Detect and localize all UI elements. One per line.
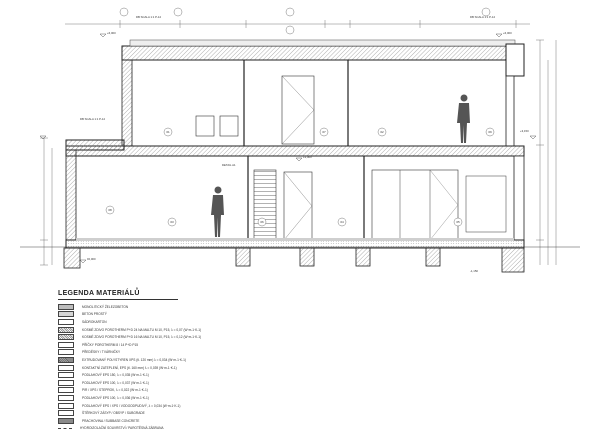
legend-swatch bbox=[58, 372, 74, 378]
legend-swatch bbox=[58, 403, 74, 409]
legend-item-label: KONTAKTNÍ ZATEPLENÍ, EPS (tl. 160 mm) λ … bbox=[82, 366, 177, 370]
room-marker-2: 02 bbox=[380, 130, 384, 134]
legend-item-label: PODLAHOVÝ EPS 150, λ = 0,035 (W·m-1·K-1) bbox=[82, 373, 149, 377]
legend-swatch bbox=[58, 319, 74, 325]
legend-item: SÁDROKARTON bbox=[58, 318, 388, 326]
legend-item: ŠTĚRKOVÝ ZÁSYP / OBSYP / SUBGRADE bbox=[58, 409, 388, 417]
room-marker-3: 03 bbox=[170, 220, 174, 224]
legend-item-label: PIR / XPS / STEPROK, λ = 0,022 (W·m-1·K-… bbox=[82, 388, 148, 392]
legend-item: MONOLITICKÝ ŽELEZOBETON bbox=[58, 303, 388, 311]
level-upper-floor: +3,000 bbox=[303, 155, 312, 159]
legend-item: PODLAHOVÝ EPS 150, λ = 0,035 (W·m-1·K-1) bbox=[58, 371, 388, 379]
legend-swatch bbox=[58, 357, 74, 363]
room-marker-6: 06 bbox=[260, 220, 264, 224]
lower-wall-right bbox=[514, 156, 524, 240]
legend-item: KONTAKTNÍ ZATEPLENÍ, EPS (tl. 160 mm) λ … bbox=[58, 364, 388, 372]
legend-rows: MONOLITICKÝ ŽELEZOBETON BETON PROSTÝ SÁDRO… bbox=[58, 303, 388, 432]
legend-item: BETON PROSTÝ bbox=[58, 311, 388, 319]
legend-item-label: HYDROIZOLAČNÍ SOUVRSTVÍ / PAROTĚSNÁ ZÁBR… bbox=[80, 426, 164, 430]
human-figure-lower bbox=[211, 187, 224, 238]
room-marker-9: 09 bbox=[488, 130, 492, 134]
floor-insulation bbox=[76, 238, 514, 241]
lower-door bbox=[284, 172, 312, 240]
room-marker-8: 08 bbox=[108, 208, 112, 212]
upper-wall-left bbox=[122, 60, 132, 146]
level-base: -1,150 bbox=[470, 269, 478, 273]
level-ground-floor: ±0,000 bbox=[87, 257, 96, 261]
washbasin-2 bbox=[220, 116, 238, 136]
legend-swatch bbox=[58, 334, 74, 340]
legend-swatch bbox=[58, 428, 72, 429]
legend-item-label: BETON PROSTÝ bbox=[82, 312, 107, 316]
legend-swatch bbox=[58, 311, 74, 317]
section-label-left-upper: DB SCALA 1:1 P-12 bbox=[136, 15, 161, 19]
upper-roof-slab bbox=[122, 46, 520, 60]
legend-item: PODLAHOVÝ EPS 100, λ = 0,037 (W·m-1·K-1) bbox=[58, 379, 388, 387]
legend-item-label: KOSMÉ ZDIVO POROTHERM P+D 16 NA MALTU M … bbox=[82, 335, 201, 339]
legend-item: HYDROIZOLAČNÍ SOUVRSTVÍ / PAROTĚSNÁ ZÁBR… bbox=[58, 425, 388, 432]
legend-item-label: MONOLITICKÝ ŽELEZOBETON bbox=[82, 305, 128, 309]
legend-swatch bbox=[58, 327, 74, 333]
legend-item-label: PODLAHOVÝ EPS 100, λ = 0,036 (W·m-1·K-1) bbox=[82, 396, 149, 400]
legend-swatch bbox=[58, 395, 74, 401]
level-roof-right: +6,000 bbox=[503, 31, 512, 35]
column-markers bbox=[120, 8, 490, 34]
section-label-right-upper: DB SCALA 1:1 P-12 bbox=[470, 15, 495, 19]
room-marker-1: 01 bbox=[166, 130, 170, 134]
room-marker-4: 04 bbox=[340, 220, 344, 224]
legend-item-label: PŘEDĚSKY / TVÁRNIČKY bbox=[82, 350, 120, 354]
lower-wall-left bbox=[66, 150, 76, 240]
legend-item: PODLAHOVÝ EPS / XPS / VODOODPUDIVÝ, λ = … bbox=[58, 402, 388, 410]
legend-swatch bbox=[58, 365, 74, 371]
legend-item-label: KOSMÉ ZDIVO POROTHERM P+D 24 NA MALTU M … bbox=[82, 328, 201, 332]
lower-roof-slab-left bbox=[66, 140, 124, 150]
legend-swatch bbox=[58, 349, 74, 355]
legend-item-label: ŠTĚRKOVÝ ZÁSYP / OBSYP / SUBGRADE bbox=[82, 411, 145, 415]
ground-floor-slab bbox=[66, 240, 524, 248]
legend-item-label: PRACHOVINA / SUBBASE CONCRETE bbox=[82, 419, 139, 423]
room-marker-7: 07 bbox=[322, 130, 326, 134]
top-dimension-chain bbox=[65, 20, 530, 28]
upper-door bbox=[282, 76, 314, 144]
legend-swatch bbox=[58, 418, 74, 424]
lower-window-right bbox=[466, 176, 506, 232]
legend-swatch bbox=[58, 410, 74, 416]
upper-wall-right bbox=[506, 76, 514, 146]
legend-item: PŘEDĚSKY / TVÁRNIČKY bbox=[58, 349, 388, 357]
legend-item: PODLAHOVÝ EPS 100, λ = 0,036 (W·m-1·K-1) bbox=[58, 394, 388, 402]
legend-item: KOSMÉ ZDIVO POROTHERM P+D 24 NA MALTU M … bbox=[58, 326, 388, 334]
building-section-drawing: 01 02 03 04 05 06 07 08 09 DB SCALA 1:1 … bbox=[0, 0, 600, 285]
level-roof-left: +6,000 bbox=[107, 31, 116, 35]
section-label-left-middle: DB SCALA 1:1 P-12 bbox=[80, 117, 105, 121]
middle-floor-slab bbox=[66, 146, 524, 156]
foundations bbox=[64, 248, 524, 272]
staircase bbox=[254, 170, 276, 240]
legend-item: EXTRUDOVANÝ POLYSTYREN XPS (tl. 120 mm) … bbox=[58, 356, 388, 364]
legend-swatch bbox=[58, 387, 74, 393]
roof-attic-right bbox=[506, 44, 524, 76]
materials-legend: LEGENDA MATERIÁLŮ MONOLITICKÝ ŽELEZOBETO… bbox=[58, 290, 388, 420]
legend-item-label: EXTRUDOVANÝ POLYSTYREN XPS (tl. 120 mm) … bbox=[82, 358, 186, 362]
legend-item: PRACHOVINA / SUBBASE CONCRETE bbox=[58, 417, 388, 425]
legend-item-label: PŘÍČKY POROTHERM 8 / 14 P+D P15 bbox=[82, 343, 138, 347]
legend-swatch bbox=[58, 380, 74, 386]
legend-item-label: PODLAHOVÝ EPS 100, λ = 0,037 (W·m-1·K-1) bbox=[82, 381, 149, 385]
washbasin-1 bbox=[196, 116, 214, 136]
left-vertical-dimension bbox=[40, 138, 52, 265]
human-figure-upper bbox=[457, 95, 470, 144]
right-vertical-dimension bbox=[536, 40, 556, 265]
legend-item: PIR / XPS / STEPROK, λ = 0,022 (W·m-1·K-… bbox=[58, 387, 388, 395]
legend-item: PŘÍČKY POROTHERM 8 / 14 P+D P15 bbox=[58, 341, 388, 349]
legend-swatch bbox=[58, 342, 74, 348]
legend-item-label: PODLAHOVÝ EPS / XPS / VODOODPUDIVÝ, λ = … bbox=[82, 404, 180, 408]
section-label-stair: DETAIL A1 bbox=[222, 163, 236, 167]
legend-item-label: SÁDROKARTON bbox=[82, 320, 107, 324]
room-marker-5: 05 bbox=[456, 220, 460, 224]
level-terrace: +3,150 bbox=[520, 129, 529, 133]
legend-swatch bbox=[58, 304, 74, 310]
legend-item: KOSMÉ ZDIVO POROTHERM P+D 16 NA MALTU M … bbox=[58, 333, 388, 341]
legend-title: LEGENDA MATERIÁLŮ bbox=[58, 290, 178, 300]
roof-insulation bbox=[130, 40, 515, 46]
lower-glazing bbox=[372, 170, 458, 240]
